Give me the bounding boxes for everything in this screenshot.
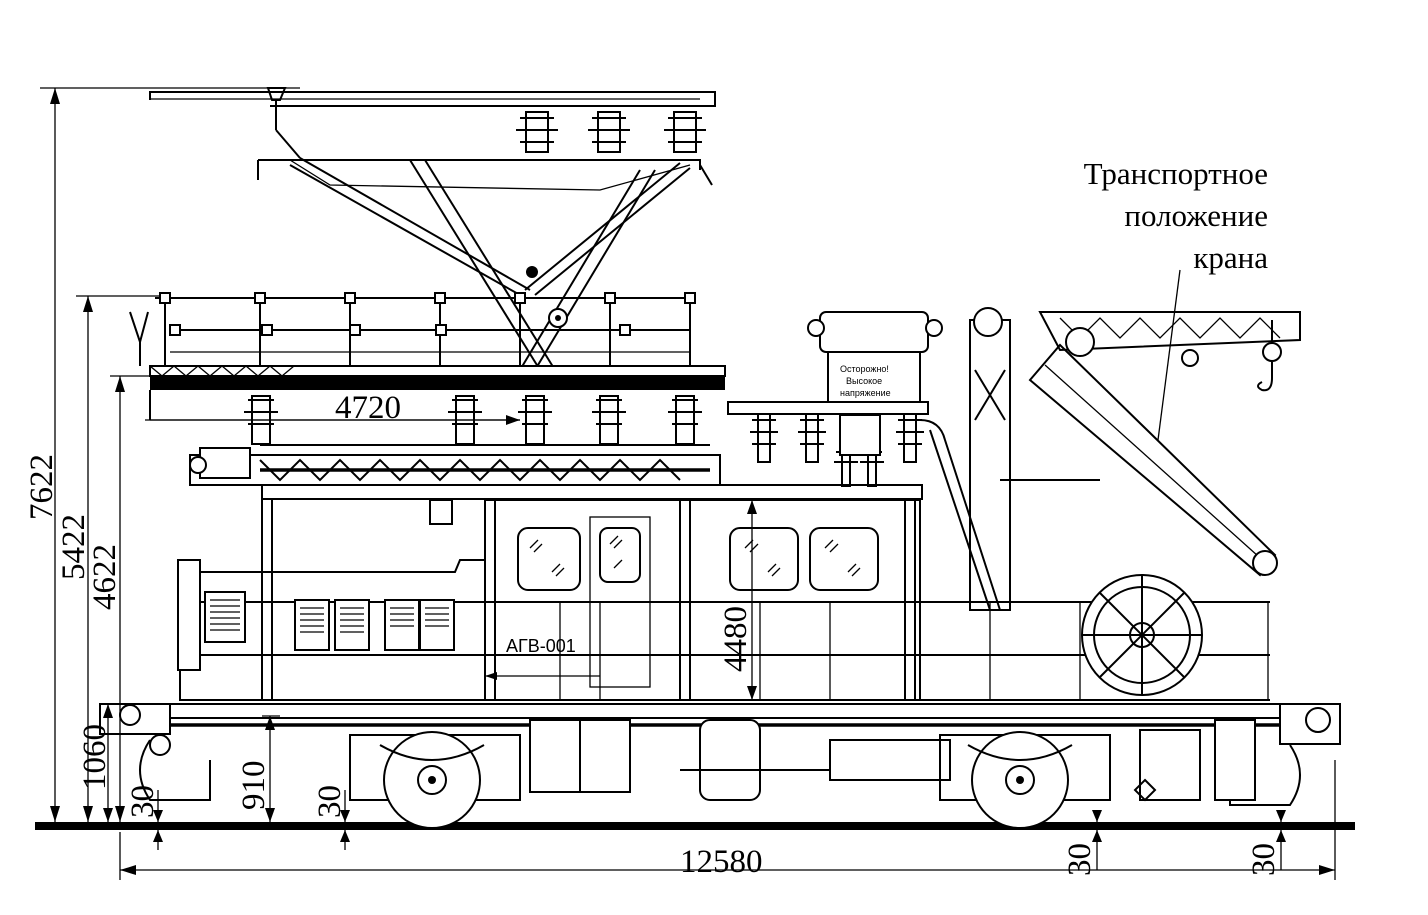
svg-text:Высокое: Высокое [846, 376, 882, 386]
pantograph [149, 87, 716, 371]
crane [969, 269, 1301, 696]
dimension-lines [40, 87, 1336, 880]
left-bogie [349, 731, 521, 829]
svg-text:напряжение: напряжение [840, 388, 891, 398]
right-bogie [939, 731, 1111, 829]
vehicle-marking: АГВ-001 [506, 636, 576, 656]
car-body: АГВ-001 [177, 484, 1270, 701]
underframe [99, 703, 1341, 829]
right-coupler [1133, 703, 1341, 806]
deck-equipment: Осторожно! Высокое напряжение [727, 311, 1001, 611]
dim-rail-gap-1: 30 [125, 785, 161, 818]
dim-height-frame: 910 [236, 761, 272, 811]
dim-height-total: 7622 [24, 454, 60, 520]
caption-line-2: положение [1124, 198, 1268, 233]
dim-overall-length: 12580 [680, 844, 763, 880]
left-coupler [99, 703, 211, 801]
dim-rail-gap-4: 30 [1246, 843, 1282, 876]
dim-height-buffer: 1060 [77, 724, 113, 790]
dim-platform-length: 4720 [335, 390, 401, 426]
dim-rail-gap-2: 30 [312, 785, 348, 818]
caption-line-1: Транспортное [1084, 156, 1268, 191]
rail-line [35, 822, 1355, 830]
crane-caption: Транспортное положение крана [1084, 156, 1269, 275]
roof-truss [189, 444, 721, 525]
svg-text:Осторожно!: Осторожно! [840, 364, 889, 374]
caption-line-3: крана [1193, 240, 1268, 275]
dim-height-pantograph: 5422 [56, 514, 92, 580]
warning-sign: Осторожно! Высокое напряжение [840, 364, 891, 398]
dim-height-platform: 4622 [87, 544, 123, 610]
work-platform [129, 292, 726, 445]
dim-height-body: 4480 [718, 606, 754, 672]
dim-rail-gap-3: 30 [1062, 843, 1098, 876]
